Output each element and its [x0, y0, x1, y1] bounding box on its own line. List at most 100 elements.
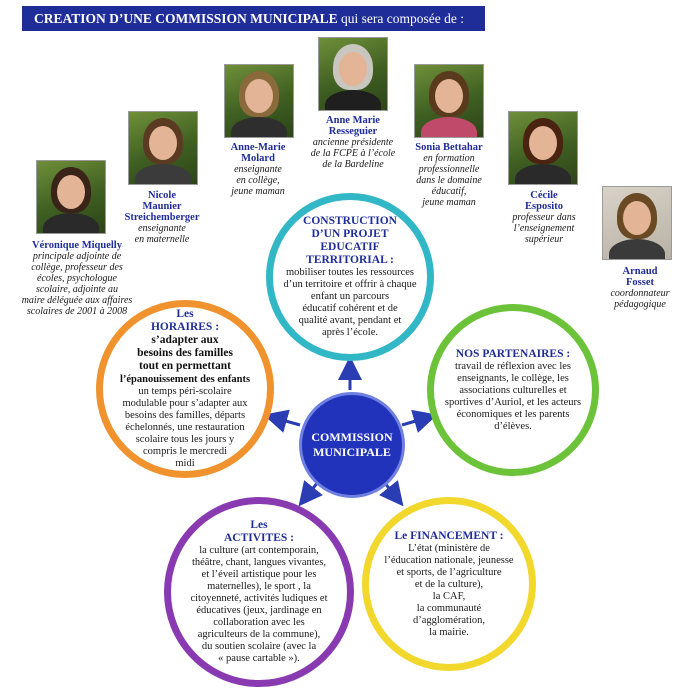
circle-title-line: TERRITORIAL :	[306, 254, 394, 266]
circle-projet-educatif: CONSTRUCTION D’UN PROJET EDUCATIF TERRIT…	[266, 193, 434, 361]
circle-text-line: éducatif cohérent et de	[302, 303, 398, 314]
member-arnaud-fosset: Arnaud Fosset coordonnateur pédagogique	[594, 266, 686, 310]
member-desc-line: jeune maman	[231, 186, 285, 197]
circle-text-line: un temps péri-scolaire	[138, 386, 232, 397]
member-name: Fosset	[626, 277, 654, 288]
member-desc-line: scolaire, adjointe au	[35, 284, 119, 295]
circle-text-line: travail de réflexion avec les	[454, 360, 572, 372]
circle-activites: Les ACTIVITES : la culture (art contempo…	[164, 497, 354, 687]
circle-title-line: Les	[176, 308, 194, 320]
member-name: Sonia Bettahar	[415, 142, 483, 153]
member-desc-line: dans le domaine	[416, 175, 482, 186]
member-desc-line: enseignante	[234, 164, 282, 175]
circle-text-line: sportives d’Auriol, et les acteurs	[444, 396, 582, 408]
member-anne-marie-resseguier: Anne Marie Resseguier ancienne président…	[300, 115, 406, 170]
circle-title-line: CONSTRUCTION	[303, 215, 397, 227]
member-desc-line: collège, professeur des	[31, 262, 123, 273]
circle-horaires: Les HORAIRES : s’adapter aux besoins des…	[96, 300, 274, 478]
circle-text-line: associations culturelles et	[459, 384, 567, 396]
photo-anne-marie-molard	[224, 64, 294, 138]
photo-sonia-bettahar	[414, 64, 484, 138]
member-nicole-maunier: Nicole Maunier Streichemberger enseignan…	[112, 190, 212, 245]
banner-rest: qui sera composée de :	[337, 11, 464, 26]
member-name: Maunier	[142, 201, 182, 212]
member-desc-line: écoles, psychologue	[37, 273, 117, 284]
member-desc-line: en maternelle	[134, 234, 190, 245]
title-banner: CREATION D’UNE COMMISSION MUNICIPALE qui…	[22, 6, 485, 31]
member-name: Molard	[241, 153, 275, 164]
member-desc-line: professeur dans	[512, 212, 576, 223]
circle-text-line: agriculteurs de la commune),	[197, 629, 321, 640]
arrow-to-horaires	[263, 409, 301, 433]
member-desc-line: de la FCPE à l’école	[310, 148, 396, 159]
member-desc-line: de la Bardeline	[322, 159, 384, 170]
member-desc-line: éducatif,	[431, 186, 467, 197]
member-desc-line: en collège,	[236, 175, 280, 186]
circle-text-line: la communauté	[416, 602, 482, 614]
circle-text-line: citoyenneté, activités ludiques et	[190, 593, 328, 604]
circle-sub-line: s’adapter aux	[151, 334, 219, 346]
member-name: Nicole	[148, 190, 176, 201]
member-desc-line: scolaires de 2001 à 2008	[26, 306, 128, 317]
circle-title-line: ACTIVITES :	[224, 532, 294, 544]
circle-text-line: mobiliser toutes les ressources	[285, 267, 414, 278]
circle-text-line: du soutien scolaire (avec la	[201, 641, 317, 652]
circle-text-line: maternelles), le sport , la	[207, 581, 311, 592]
circle-title-line: EDUCATIF	[320, 241, 380, 253]
member-name: Véronique Miquelly	[32, 240, 122, 251]
member-desc-line: coordonnateur	[610, 288, 670, 299]
circle-text-line: et l’éveil artistique pour les	[201, 569, 317, 580]
circle-text-line: la CAF,	[432, 590, 466, 602]
member-name: Anne-Marie	[230, 142, 286, 153]
circle-text-line: d’élèves.	[494, 420, 532, 432]
circle-title-line: NOS PARTENAIRES :	[455, 347, 571, 360]
center-line: COMMISSION	[311, 430, 393, 444]
member-desc-line: ancienne présidente	[312, 137, 394, 148]
circle-text-line: théâtre, chant, langues vivantes,	[191, 557, 327, 568]
circle-text-line: « pause cartable »).	[218, 653, 300, 664]
member-desc-line: supérieur	[524, 234, 564, 245]
circle-text-line: après l’école.	[322, 327, 378, 338]
circle-text-line: besoins des familles, départs	[124, 410, 246, 421]
circle-text-line: la mairie.	[429, 626, 469, 638]
circle-text-line: collaboration avec les	[213, 617, 305, 628]
member-desc-line: principale adjointe de	[32, 251, 122, 262]
circle-text-line: d’un territoire et offrir à chaque	[283, 279, 417, 290]
circle-text-line: enseignants, le collège, les	[457, 372, 569, 384]
member-sonia-bettahar: Sonia Bettahar en formation professionne…	[400, 142, 498, 208]
circle-text-line: et de la culture),	[414, 578, 484, 590]
circle-text-line: L’état (ministère de	[408, 542, 490, 554]
banner-bold: CREATION D’UNE COMMISSION MUNICIPALE	[34, 11, 338, 26]
circle-sub-line: l’épanouissement des enfants	[119, 374, 251, 385]
circle-text-line: échelonnés, une restauration	[125, 422, 245, 433]
member-name: Esposito	[525, 201, 563, 212]
member-desc-line: maire déléguée aux affaires	[21, 295, 133, 306]
circle-text-line: éducatives (jeux, jardinage en	[196, 605, 322, 616]
circle-text-line: d’agglomération,	[412, 614, 486, 626]
circle-text-line: scolaire tous les jours y	[135, 434, 235, 445]
photo-arnaud-fosset	[602, 186, 672, 260]
member-name: Streichemberger	[124, 212, 200, 223]
member-name: Resseguier	[328, 126, 378, 137]
circle-text-line: qualité avant, pendant et	[298, 315, 402, 326]
circle-title-line: D’UN PROJET	[311, 228, 389, 240]
circle-text-line: économiques et les parents	[456, 408, 570, 420]
member-desc-line: enseignante	[138, 223, 186, 234]
member-desc-line: en formation	[423, 153, 475, 164]
member-veronique-miquelly: Véronique Miquelly principale adjointe d…	[18, 240, 136, 317]
arrow-to-partenaires	[401, 409, 438, 433]
photo-veronique-miquelly	[36, 160, 106, 234]
circle-text-line: modulable pour s’adapter aux	[122, 398, 248, 409]
circle-sub-line: besoins des familles	[137, 347, 233, 359]
circle-text-line: la culture (art contemporain,	[199, 545, 319, 556]
member-name: Arnaud	[622, 266, 658, 277]
center-line: MUNICIPALE	[313, 445, 391, 459]
member-anne-marie-molard: Anne-Marie Molard enseignante en collège…	[210, 142, 306, 197]
photo-nicole-maunier	[128, 111, 198, 185]
circle-title-line: HORAIRES :	[150, 321, 220, 333]
circle-title-line: Le FINANCEMENT :	[394, 529, 504, 542]
member-desc-line: jeune maman	[422, 197, 476, 208]
member-desc-line: l’enseignement	[513, 223, 575, 234]
circle-sub-line: tout en permettant	[139, 360, 231, 372]
circle-text-line: l’éducation nationale, jeunesse	[384, 554, 514, 566]
